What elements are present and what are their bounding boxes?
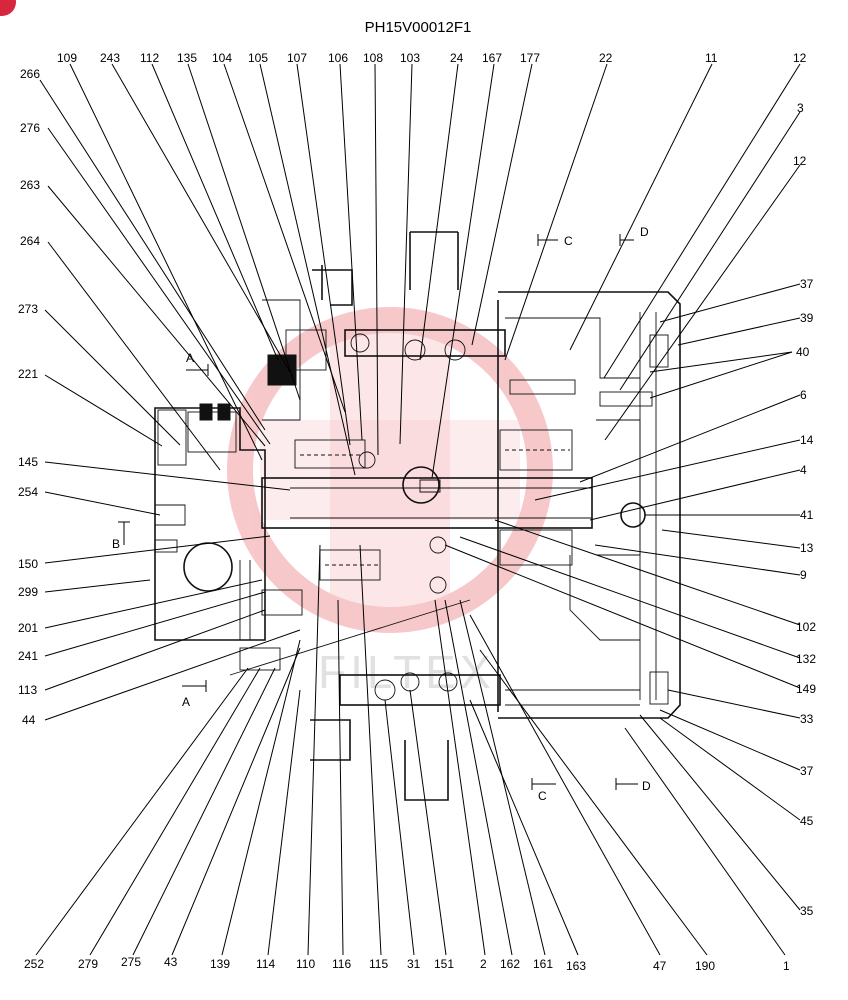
label-201: 201 <box>18 621 38 635</box>
label-9: 9 <box>800 568 807 582</box>
label-163: 163 <box>566 959 586 973</box>
label-39: 39 <box>800 311 814 325</box>
label-11: 11 <box>705 51 718 65</box>
section-mark-c-bottom: C <box>538 789 547 803</box>
label-264: 264 <box>20 234 40 248</box>
label-105: 105 <box>248 51 268 65</box>
label-276: 276 <box>20 121 40 135</box>
label-241: 241 <box>18 649 38 663</box>
label-279: 279 <box>78 957 98 971</box>
label-145: 145 <box>18 455 38 469</box>
label-108: 108 <box>363 51 383 65</box>
leader-lines <box>35 63 801 956</box>
section-mark-b: B <box>112 537 120 551</box>
label-43: 43 <box>164 955 178 969</box>
part-labels: 266 109 243 112 135 104 105 107 106 108 … <box>18 51 816 973</box>
label-1: 1 <box>783 959 790 973</box>
section-mark-c-top: C <box>564 234 573 248</box>
label-112: 112 <box>140 51 159 65</box>
section-marks: C D A B A C D <box>112 225 651 803</box>
label-13: 13 <box>800 541 814 555</box>
label-31: 31 <box>407 957 421 971</box>
watermark-logo <box>227 307 553 633</box>
label-47: 47 <box>653 959 667 973</box>
label-2: 2 <box>480 957 487 971</box>
label-149: 149 <box>796 682 816 696</box>
label-102: 102 <box>796 620 816 634</box>
corner-badge <box>0 0 16 16</box>
label-106: 106 <box>328 51 348 65</box>
label-12-second: 12 <box>793 154 807 168</box>
label-37-top: 37 <box>800 277 814 291</box>
label-22: 22 <box>599 51 613 65</box>
assembly-drawing <box>154 231 681 801</box>
section-mark-d-bottom: D <box>642 779 651 793</box>
label-45: 45 <box>800 814 814 828</box>
label-4: 4 <box>800 463 807 477</box>
label-41: 41 <box>800 508 814 522</box>
label-12-top: 12 <box>793 51 807 65</box>
label-275: 275 <box>121 955 141 969</box>
label-33: 33 <box>800 712 814 726</box>
label-24: 24 <box>450 51 464 65</box>
label-104: 104 <box>212 51 232 65</box>
section-mark-d-top: D <box>640 225 649 239</box>
label-263: 263 <box>20 178 40 192</box>
label-266: 266 <box>20 67 40 81</box>
label-273: 273 <box>18 302 38 316</box>
label-44: 44 <box>22 713 36 727</box>
label-177: 177 <box>520 51 540 65</box>
label-132: 132 <box>796 652 816 666</box>
label-254: 254 <box>18 485 38 499</box>
label-150: 150 <box>18 557 38 571</box>
label-299: 299 <box>18 585 38 599</box>
label-103: 103 <box>400 51 420 65</box>
label-115: 115 <box>369 957 388 971</box>
label-35: 35 <box>800 904 814 918</box>
label-252: 252 <box>24 957 44 971</box>
section-mark-a-top: A <box>186 351 194 365</box>
label-139: 139 <box>210 957 230 971</box>
diagram-title: PH15V00012F1 <box>365 19 472 36</box>
label-109: 109 <box>57 51 77 65</box>
label-6: 6 <box>800 388 807 402</box>
label-40: 40 <box>796 345 810 359</box>
label-113: 113 <box>18 683 37 697</box>
label-167: 167 <box>482 51 502 65</box>
label-243: 243 <box>100 51 120 65</box>
label-3: 3 <box>797 101 804 115</box>
label-37-bottom: 37 <box>800 764 814 778</box>
label-107: 107 <box>287 51 307 65</box>
section-mark-a-bottom: A <box>182 695 190 709</box>
label-162: 162 <box>500 957 520 971</box>
label-161: 161 <box>533 957 553 971</box>
label-151: 151 <box>434 957 454 971</box>
label-116: 116 <box>332 957 351 971</box>
label-114: 114 <box>256 957 275 971</box>
label-190: 190 <box>695 959 715 973</box>
label-14: 14 <box>800 433 814 447</box>
label-135: 135 <box>177 51 197 65</box>
label-221: 221 <box>18 367 38 381</box>
label-110: 110 <box>296 957 315 971</box>
